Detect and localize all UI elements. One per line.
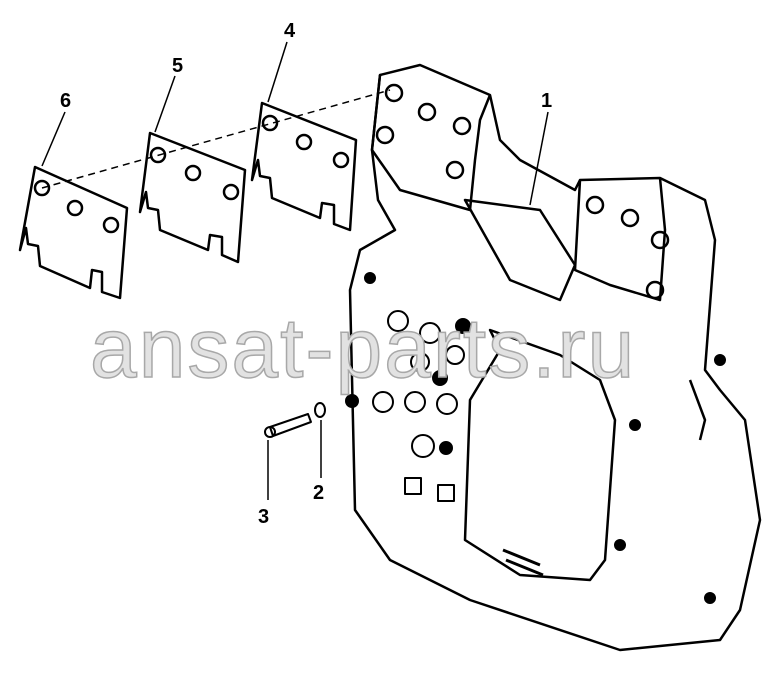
shim-6 — [18, 165, 129, 300]
shim-4 — [250, 101, 358, 232]
callout-6: 6 — [60, 90, 72, 112]
callout-5: 5 — [172, 55, 184, 77]
fittings — [345, 272, 726, 604]
callout-1: 1 — [541, 90, 553, 112]
callout-2: 2 — [313, 482, 325, 504]
shim-5 — [138, 131, 247, 264]
bolt-and-washer — [264, 402, 326, 438]
callout-4: 4 — [284, 20, 296, 42]
callout-3: 3 — [258, 506, 270, 528]
bracket-assembly — [348, 63, 762, 652]
watermark: ansat-parts.ru — [89, 300, 637, 396]
leader-lines — [41, 41, 549, 500]
